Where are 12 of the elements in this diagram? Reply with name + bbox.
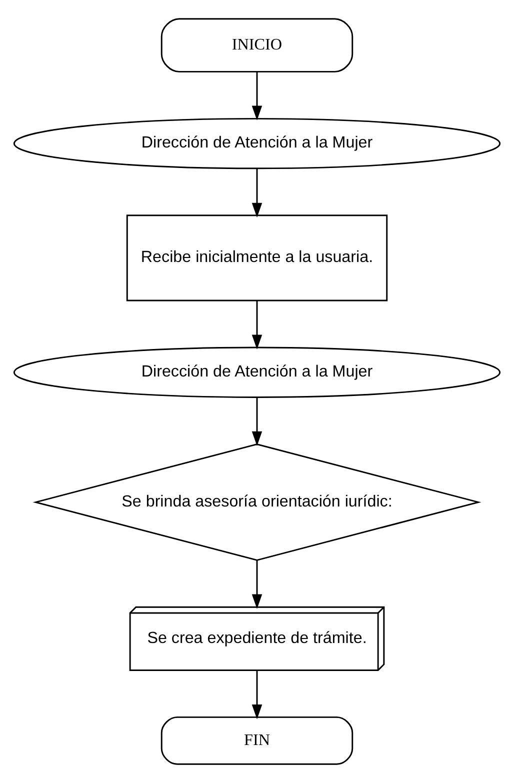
node-box: FIN xyxy=(160,716,354,765)
node-ellipse: Dirección de Atención a la Mujer xyxy=(13,118,501,170)
arrow xyxy=(252,398,262,446)
arrow xyxy=(252,168,262,218)
node-box: INICIO xyxy=(160,18,354,72)
arrow xyxy=(252,300,262,350)
node-box: Recibe inicialmente a la usuaria. xyxy=(126,214,388,302)
node-diamond: Se brinda asesoría orientación iurídic: xyxy=(32,443,482,561)
arrow xyxy=(252,670,262,720)
arrow xyxy=(252,560,262,609)
arrow xyxy=(252,72,262,120)
node-ellipse: Dirección de Atención a la Mujer xyxy=(13,346,501,398)
